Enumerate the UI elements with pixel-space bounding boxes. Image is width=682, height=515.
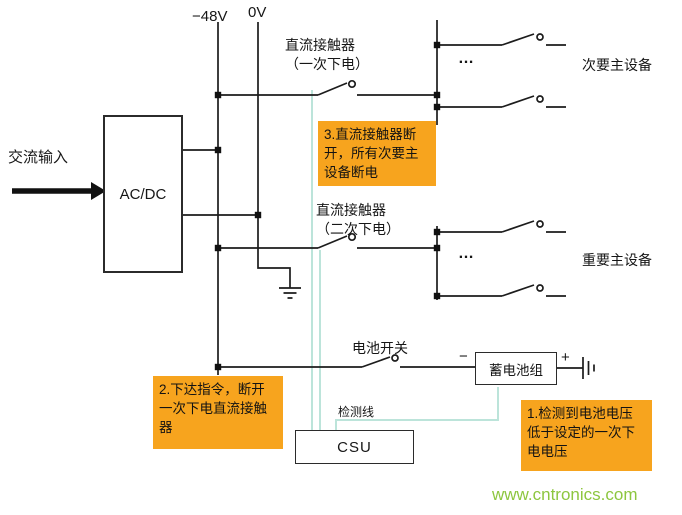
battery-pack-box: 蓄电池组 xyxy=(475,352,557,385)
acdc-label: AC/DC xyxy=(119,185,167,203)
secondary-switch-1 xyxy=(437,33,566,46)
polarity-plus-label: + xyxy=(561,349,570,366)
contactor2-blade xyxy=(317,235,348,249)
bus-neg48v-label: −48V xyxy=(192,8,228,25)
contactor1-contact xyxy=(347,79,357,89)
battery-switch-contact xyxy=(391,354,399,362)
csu-label: CSU xyxy=(337,438,372,456)
detection-line-label: 检测线 xyxy=(338,405,375,419)
bus-0v-label: 0V xyxy=(248,4,267,21)
ellipsis-secondary: … xyxy=(458,50,476,67)
ac-input-label: 交流输入 xyxy=(8,149,69,166)
contactor1-name: 直流接触器 xyxy=(285,37,355,53)
junction-dots xyxy=(214,41,441,371)
secondary-equipment-label: 次要主设备 xyxy=(582,57,652,73)
battery-switch-label: 电池开关 xyxy=(352,340,408,356)
contactor1-blade xyxy=(317,82,348,96)
ellipsis-important: … xyxy=(458,245,476,262)
ground-symbol-battery xyxy=(582,357,595,379)
csu-box: CSU xyxy=(295,430,414,464)
secondary-switch-2 xyxy=(437,95,566,108)
contactor2-name: 直流接触器 xyxy=(316,202,386,218)
ac-input-arrow xyxy=(12,182,106,200)
important-equipment-label: 重要主设备 xyxy=(582,252,652,268)
bus-0v-wire xyxy=(257,22,291,288)
contactor2-contact xyxy=(347,232,357,242)
ground-symbol-0v xyxy=(279,287,301,299)
callout-step1: 1.检测到电池电压低于设定的一次下电电压 xyxy=(521,400,652,471)
contactor2-label: 直流接触器 （二次下电） xyxy=(316,201,400,239)
acdc-box: AC/DC xyxy=(103,115,183,273)
contactor2-note: （二次下电） xyxy=(316,221,400,237)
battery-pack-label: 蓄电池组 xyxy=(489,362,543,378)
detection-wire-battery xyxy=(335,387,499,432)
battery-switch-blade xyxy=(361,356,391,368)
callout-step3: 3.直流接触器断开，所有次要主设备断电 xyxy=(318,121,436,186)
important-switch-2 xyxy=(437,284,566,297)
contactor1-note: （一次下电） xyxy=(285,56,369,72)
polarity-minus-label: − xyxy=(459,348,468,365)
detection-wires xyxy=(311,90,499,432)
circuit-wires xyxy=(183,20,595,379)
important-switch-1 xyxy=(437,220,566,233)
callout-step2: 2.下达指令，断开一次下电直流接触器 xyxy=(153,376,283,449)
contactor1-label: 直流接触器 （一次下电） xyxy=(285,36,369,74)
watermark: www.cntronics.com xyxy=(492,485,638,504)
